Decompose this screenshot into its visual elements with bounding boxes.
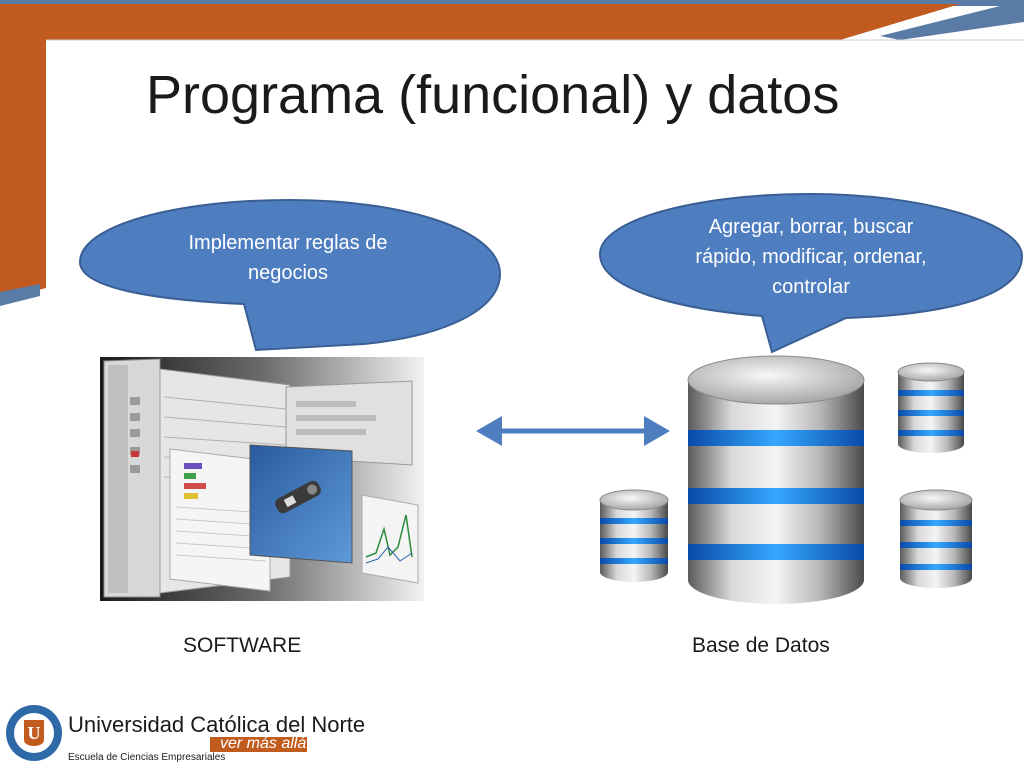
database-large-icon: [687, 355, 865, 604]
university-tagline: ver más allá: [220, 735, 307, 752]
bubble-left-line-2: negocios: [247, 262, 329, 284]
seal-letter: U: [28, 723, 41, 743]
slide-title: Programa (funcional) y datos: [146, 65, 840, 125]
speech-bubble-left-text: Implementar reglas de negocios: [118, 228, 458, 288]
school-name: Escuela de Ciencias Empresariales: [68, 752, 226, 763]
database-small-icon-left: [599, 489, 669, 582]
caption-database: Base de Datos: [692, 634, 830, 657]
database-small-icon-top-right: [897, 362, 965, 453]
university-seal-logo: U: [6, 705, 62, 761]
speech-bubble-right: [598, 192, 1024, 354]
caption-software: SOFTWARE: [183, 634, 302, 657]
bidirectional-arrow: [476, 416, 670, 446]
software-screens-image: [100, 357, 424, 601]
university-name: Universidad Católica del Norte: [68, 712, 366, 737]
tagline-bar: [210, 737, 307, 752]
speech-bubble-right-text: Agregar, borrar, buscar rápido, modifica…: [620, 212, 1002, 302]
bubble-right-line-3: controlar: [772, 276, 850, 298]
bubble-left-line-1: Implementar reglas de: [188, 232, 388, 254]
bubble-right-line-2: rápido, modificar, ordenar,: [695, 246, 927, 268]
database-small-icon-bottom-right: [899, 489, 973, 588]
bubble-right-line-1: Agregar, borrar, buscar: [708, 216, 914, 238]
speech-bubble-left: [78, 198, 502, 352]
